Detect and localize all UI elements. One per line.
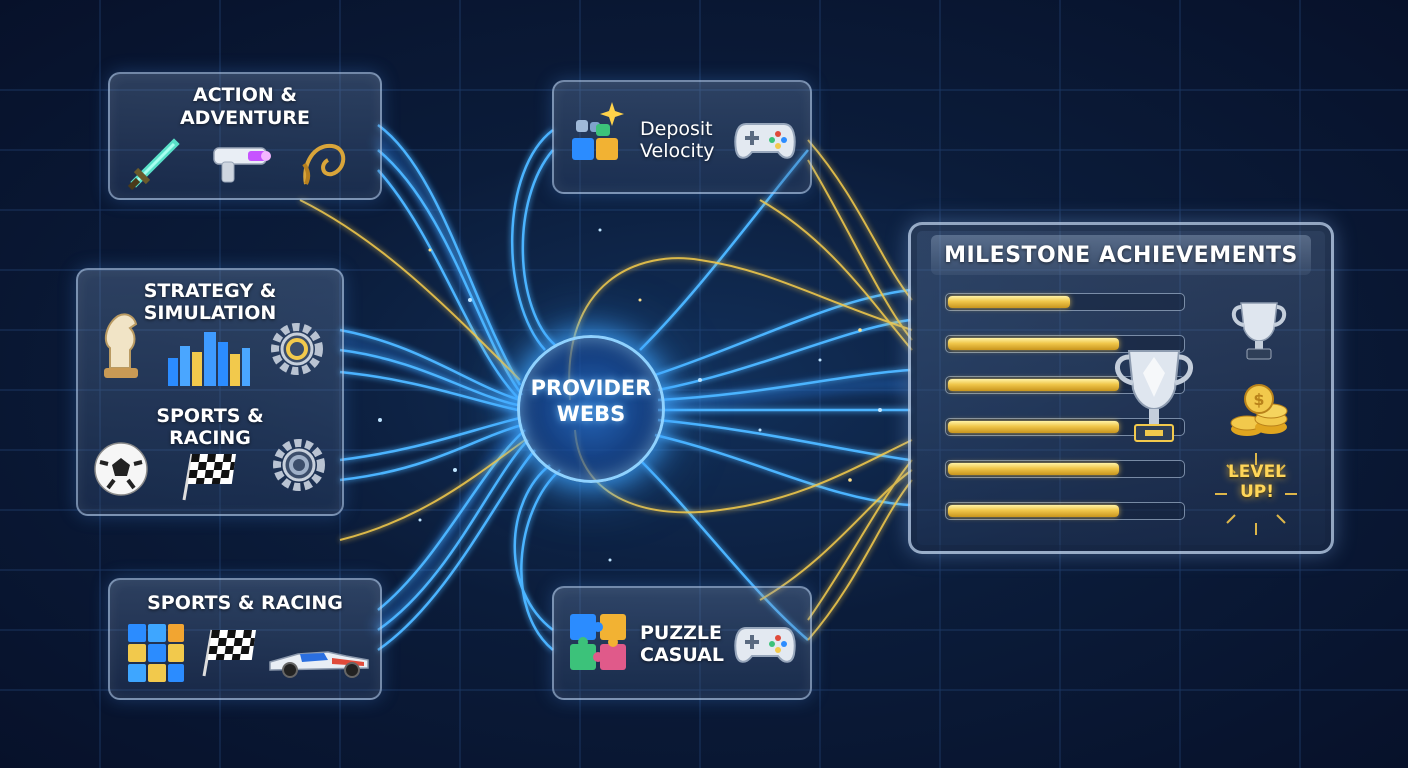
blaster-icon <box>213 147 271 183</box>
sword-icon <box>128 138 180 190</box>
level-up-line1: LEVEL <box>1227 462 1287 482</box>
progress-fill <box>948 296 1070 308</box>
puzzle-icon <box>570 614 626 670</box>
whip-icon <box>302 143 346 185</box>
small-trophy-icon <box>1231 302 1287 360</box>
panel-label-line1: PUZZLE <box>640 622 722 644</box>
progress-bar <box>945 293 1185 311</box>
hub-label: PROVIDER WEBS <box>520 375 662 427</box>
hub-label-line1: PROVIDER <box>530 376 652 400</box>
progress-bar <box>945 460 1185 478</box>
city-icon <box>168 332 250 386</box>
gear-icon <box>273 439 325 491</box>
soccer-ball-icon <box>94 442 148 496</box>
panel-subtitle-line1: SPORTS & <box>156 405 264 427</box>
panel-deposit-velocity[interactable]: Deposit Velocity <box>552 80 812 194</box>
panel-sports-racing[interactable]: SPORTS & RACING <box>108 578 382 700</box>
checkered-flag-icon <box>182 453 236 501</box>
blue-streams <box>339 123 911 652</box>
starburst-icon <box>1215 453 1297 535</box>
blocks-icon <box>128 624 184 682</box>
milestone-title: MILESTONE ACHIEVEMENTS <box>944 243 1298 268</box>
progress-fill <box>948 379 1119 391</box>
progress-bar <box>945 502 1185 520</box>
panel-title-line1: STRATEGY & <box>143 280 277 302</box>
progress-fill <box>948 505 1119 517</box>
panel-title-line2: ADVENTURE <box>179 107 311 129</box>
level-up-badge: LEVEL UP! <box>1222 462 1292 502</box>
panel-action-adventure[interactable]: ACTION & ADVENTURE <box>108 72 382 200</box>
provider-webs-hub[interactable]: PROVIDER WEBS <box>517 335 665 483</box>
panel-title-line1: ACTION & <box>193 84 297 106</box>
panel-label-line1: Deposit <box>640 118 713 140</box>
panel-title-line2: SIMULATION <box>143 302 277 324</box>
progress-bar <box>945 335 1185 353</box>
gamepad-icon <box>734 627 796 663</box>
panel-subtitle-line2: RACING <box>169 427 251 449</box>
checkered-flag-icon <box>202 629 256 677</box>
panel-label-line2: CASUAL <box>640 644 724 666</box>
hub-label-line2: WEBS <box>556 402 626 426</box>
big-trophy-icon <box>1115 350 1193 442</box>
panel-label-line2: Velocity <box>640 140 715 162</box>
progress-fill <box>948 463 1119 475</box>
gamepad-icon <box>734 123 796 159</box>
milestone-header: MILESTONE ACHIEVEMENTS <box>931 235 1311 275</box>
progress-bar <box>945 418 1185 436</box>
milestone-achievements-panel[interactable]: MILESTONE ACHIEVEMENTS $ <box>908 222 1334 554</box>
gold-sparkles <box>428 248 862 482</box>
level-up-line2: UP! <box>1239 482 1275 502</box>
progress-fill <box>948 338 1119 350</box>
panel-strategy-simulation[interactable]: STRATEGY & SIMULATION SPORTS & RACING <box>76 268 344 516</box>
chess-knight-icon <box>104 313 138 378</box>
puzzle-sparkle-icon <box>572 102 624 160</box>
panel-puzzle-casual[interactable]: PUZZLE CASUAL <box>552 586 812 700</box>
gear-icon <box>271 323 323 375</box>
panel-title: SPORTS & RACING <box>147 592 343 614</box>
race-car-icon <box>269 651 369 678</box>
sparkles <box>378 228 882 562</box>
progress-fill <box>948 421 1119 433</box>
svg-text:$: $ <box>1253 390 1264 409</box>
coins-icon: $ <box>1230 384 1288 436</box>
